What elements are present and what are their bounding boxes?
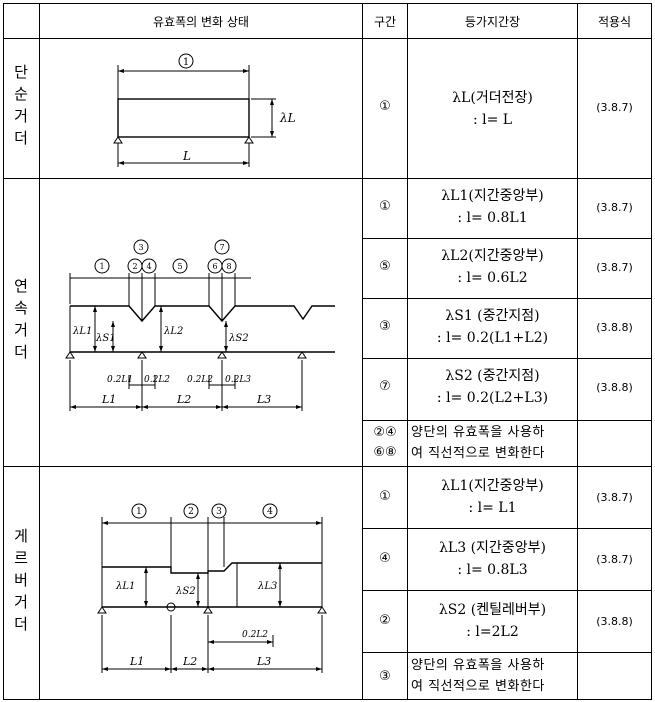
dim-lambda-s1: λS1 xyxy=(95,333,116,344)
table-border xyxy=(407,3,408,700)
dim-02l3: 0.2L3 xyxy=(225,375,251,385)
dim-02l2: 0.2L2 xyxy=(144,375,170,385)
table-border xyxy=(39,3,40,700)
section-number: ③ xyxy=(379,669,391,684)
dim-l1: L1 xyxy=(101,393,116,406)
section-number: ① xyxy=(379,199,391,214)
header-diagram: 유효폭의 변화 상태 xyxy=(153,15,249,29)
dim-l: L xyxy=(182,149,191,163)
table-border xyxy=(651,3,652,700)
dim-l3: L3 xyxy=(256,655,271,668)
svg-text:1: 1 xyxy=(183,57,189,68)
table-border xyxy=(3,3,4,700)
section-number: ② xyxy=(379,613,391,628)
table-border xyxy=(3,466,652,467)
row-divider xyxy=(362,358,652,359)
section-number: ④ xyxy=(379,551,391,566)
svg-text:1: 1 xyxy=(136,507,142,517)
span-equation: λL1(지간중앙부): l= L1 xyxy=(441,478,544,516)
dim-lambda-l1: λL1 xyxy=(72,326,92,337)
section-number: ⑤ xyxy=(379,259,391,274)
table-border xyxy=(3,699,652,700)
formula-ref: (3.8.7) xyxy=(596,201,633,214)
dim-l3: L3 xyxy=(256,393,271,406)
dim-l2: L2 xyxy=(182,655,197,668)
header-section: 구간 xyxy=(373,15,397,29)
row-divider xyxy=(362,238,652,239)
svg-text:6: 6 xyxy=(212,262,217,271)
dim-02l2-b: 0.2L2 xyxy=(187,375,213,385)
svg-text:2: 2 xyxy=(132,262,137,271)
span-equation: λL1(지간중앙부): l= 0.8L1 xyxy=(441,188,544,226)
table-border xyxy=(3,178,652,179)
section-number: ③ xyxy=(379,319,391,334)
formula-ref: (3.8.8) xyxy=(596,381,633,394)
table-border xyxy=(3,3,652,4)
table-border xyxy=(3,38,652,39)
gerber-girder-diagram: 1 2 3 4 λL1 λS2 λL3 0.2L2 L1 L2 L3 xyxy=(97,503,327,673)
dim-02l2: 0.2L2 xyxy=(242,630,268,640)
table-border xyxy=(362,3,363,700)
svg-text:3: 3 xyxy=(138,243,143,252)
row-divider xyxy=(362,420,652,421)
formula-ref: (3.8.7) xyxy=(596,491,633,504)
section-number: ① xyxy=(379,99,391,114)
section-number: ⑦ xyxy=(379,379,391,394)
row-divider xyxy=(362,590,652,591)
dim-lambda-s2: λS2 xyxy=(228,333,249,344)
table-border xyxy=(577,3,578,700)
section-number: ① xyxy=(379,489,391,504)
svg-text:7: 7 xyxy=(219,243,224,252)
dim-l1: L1 xyxy=(129,655,144,668)
span-equation: λS2 (켄틸레버부): l=2L2 xyxy=(438,602,547,640)
row-divider xyxy=(362,652,652,653)
svg-text:1: 1 xyxy=(99,262,104,271)
span-equation: λL3 (지간중앙부): l= 0.8L3 xyxy=(439,540,546,578)
svg-text:2: 2 xyxy=(188,507,194,517)
header-formula: 적용식 xyxy=(597,15,632,29)
span-equation: λS2 (중간지점): l= 0.2(L2+L3) xyxy=(436,368,549,406)
formula-ref: (3.8.7) xyxy=(596,101,633,114)
formula-ref: (3.8.8) xyxy=(596,615,633,628)
formula-ref: (3.8.7) xyxy=(596,261,633,274)
svg-text:8: 8 xyxy=(226,262,231,271)
svg-text:4: 4 xyxy=(146,262,151,271)
row-divider xyxy=(362,298,652,299)
span-equation: λS1 (중간지점): l= 0.2(L1+L2) xyxy=(436,308,549,346)
header-span: 등가지간장 xyxy=(464,15,521,29)
span-equation: λL2(지간중앙부): l= 0.6L2 xyxy=(441,248,544,286)
dim-lambda-l3: λL3 xyxy=(257,581,277,592)
row-divider xyxy=(362,528,652,529)
svg-text:3: 3 xyxy=(216,507,222,517)
dim-02l1: 0.2L1 xyxy=(107,375,133,385)
simple-girder-diagram: 1 λL L xyxy=(113,53,296,167)
svg-text:4: 4 xyxy=(267,507,273,517)
dim-lambda-l1: λL1 xyxy=(115,581,135,592)
section-number: ②④ ⑥⑧ xyxy=(373,425,397,460)
dim-lambda-l2: λL2 xyxy=(163,326,183,337)
dim-l2: L2 xyxy=(176,393,191,406)
span-equation: λL(거더전장): l= L xyxy=(452,90,533,128)
formula-ref: (3.8.8) xyxy=(596,321,633,334)
svg-text:5: 5 xyxy=(177,262,182,271)
dim-lambda-s2: λS2 xyxy=(175,586,196,597)
formula-ref: (3.8.7) xyxy=(596,553,633,566)
dim-lambda-l: λL xyxy=(279,111,296,125)
